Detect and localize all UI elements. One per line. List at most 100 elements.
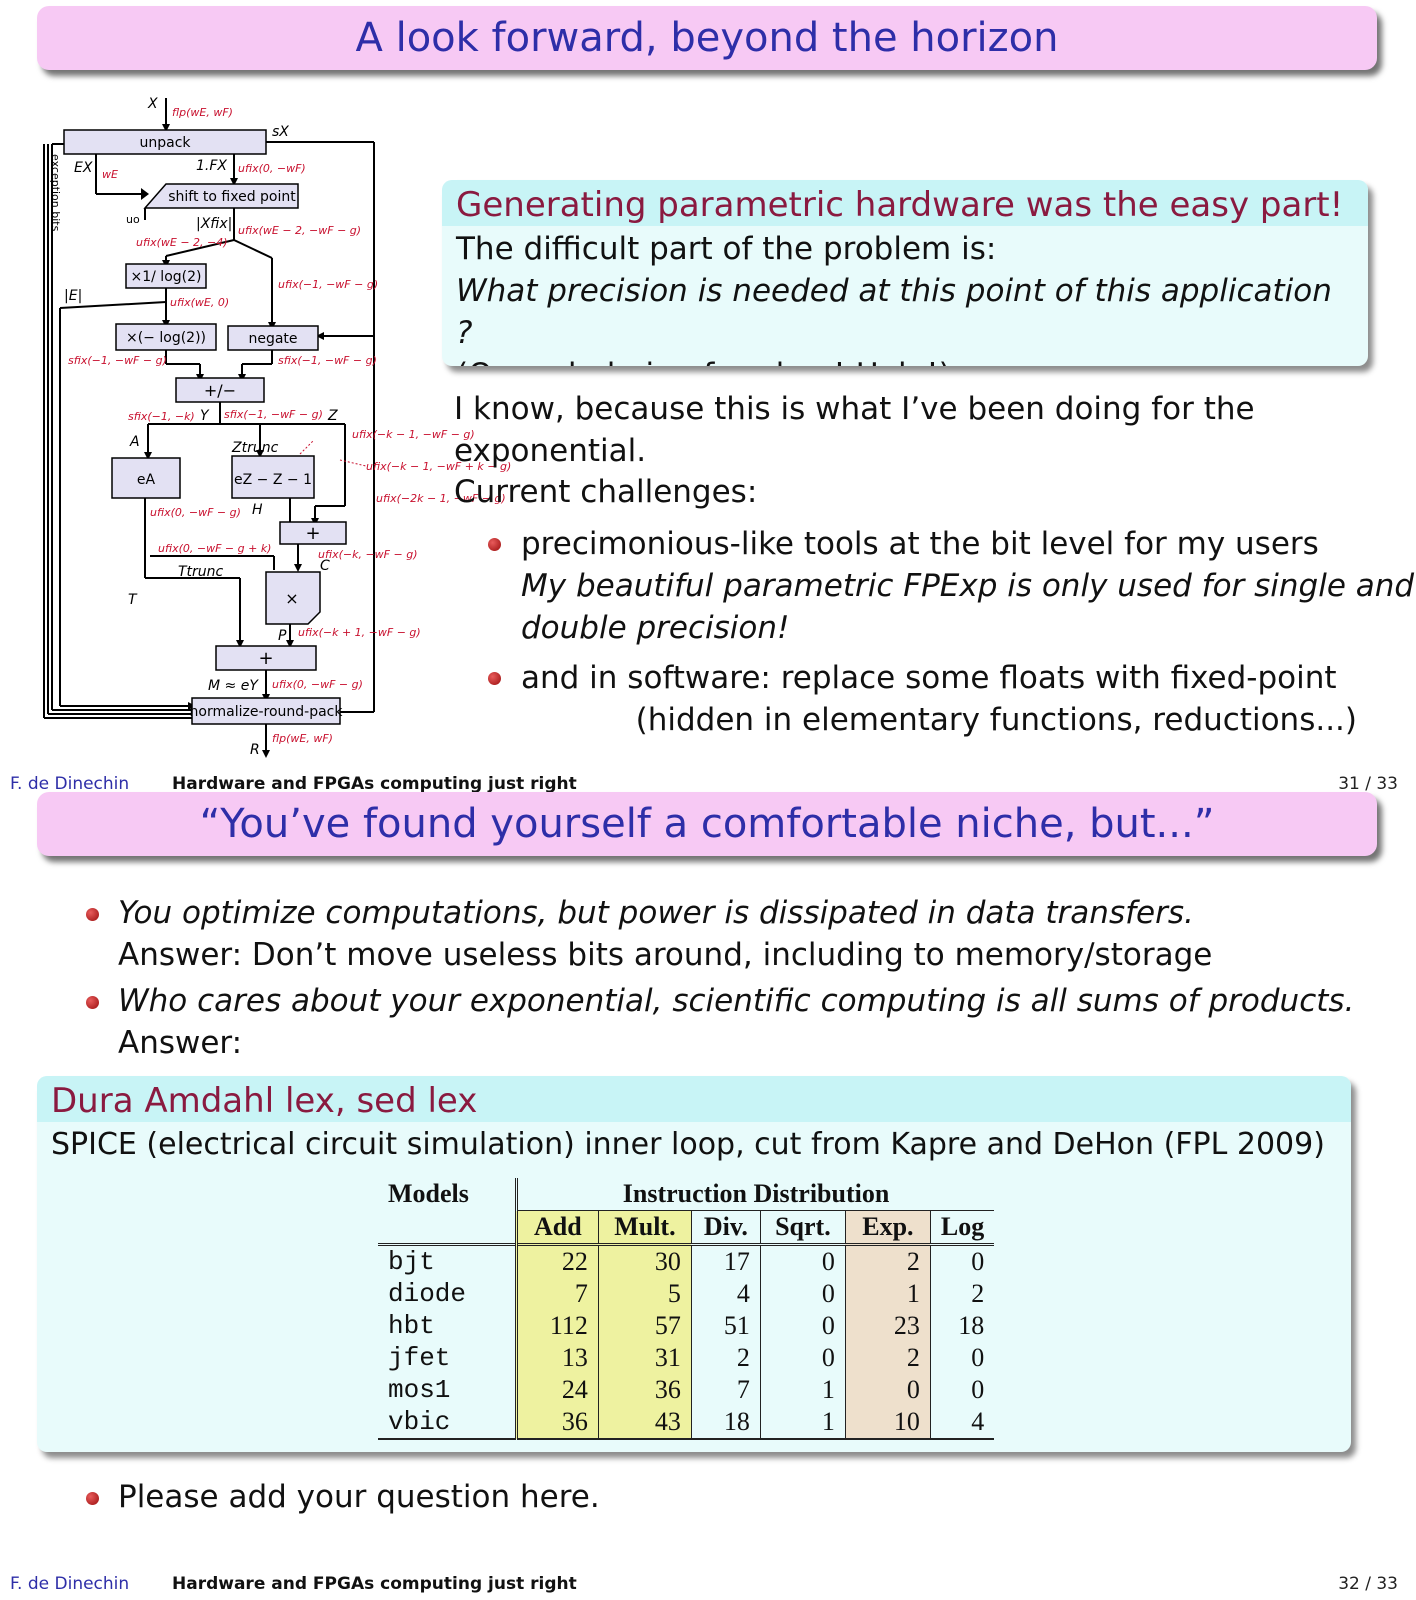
block-line-2: What precision is needed at this point o… [456, 273, 1332, 351]
annot-ufix-1wfg: ufix(−1, −wF − g) [278, 278, 378, 291]
value-cell: 2 [844, 1342, 931, 1374]
block-title: Dura Amdahl lex, sed lex [37, 1076, 1351, 1122]
value-cell: 36 [514, 1406, 599, 1439]
model-cell: vbic [388, 1407, 451, 1437]
objection-2-question: Who cares about your exponential, scient… [118, 983, 1355, 1019]
annot-ufix0wf: ufix(0, −wF) [238, 162, 306, 175]
value-cell: 18 [929, 1310, 995, 1342]
col-header: Exp. [844, 1210, 931, 1245]
c-signal: C [320, 558, 330, 574]
nrp-label: normalize-round-pack [190, 704, 344, 720]
annot-ufix-we2wfg: ufix(wE − 2, −wF − g) [238, 224, 361, 237]
challenge-1-line-b: My beautiful parametric FPExp is only us… [521, 568, 1415, 604]
annot-ufix0wfgk: ufix(0, −wF − g + k) [158, 542, 271, 555]
adder1-label: + [305, 523, 320, 544]
bullet-dot [86, 908, 99, 921]
table-row: vbic 36 43 18 1 10 4 [378, 1406, 995, 1439]
annot-ufix-we2-4: ufix(wE − 2, −4) [136, 236, 228, 249]
h-signal: H [252, 502, 263, 518]
adder2-label: + [258, 648, 273, 669]
block-line-3: (Overwhelming freedom! Help!) [456, 354, 1354, 366]
bullet-dot [488, 538, 501, 551]
m-signal: M ≈ eY [208, 678, 259, 694]
annot-ufix-k1wfkg: ufix(−k − 1, −wF + k − g) [366, 460, 511, 473]
fx-signal: 1.FX [196, 158, 227, 174]
value-cell: 31 [597, 1342, 692, 1374]
inv-log2-label: ×1/ log(2) [131, 269, 202, 285]
challenge-1: precimonious-like tools at the bit level… [521, 523, 1414, 649]
value-cell: 5 [597, 1278, 692, 1310]
footer-page-number: 32 / 33 [1338, 1574, 1398, 1594]
objection-1-answer: Answer: Don’t move useless bits around, … [118, 937, 1213, 973]
t-signal: T [128, 592, 138, 608]
value-cell: 0 [929, 1374, 995, 1406]
table-row: bjt 22 30 17 0 2 0 [378, 1244, 995, 1278]
footer-author: F. de Dinechin [10, 774, 130, 794]
value-cell: 2 [690, 1342, 761, 1374]
block-line: SPICE (electrical circuit simulation) in… [51, 1127, 1325, 1162]
annot-ufix-k1wfg: ufix(−k − 1, −wF − g) [352, 428, 475, 441]
ex-signal: EX [74, 160, 93, 176]
value-cell: 7 [690, 1374, 761, 1406]
value-cell: 112 [514, 1310, 599, 1342]
negate-label: negate [248, 331, 297, 347]
challenges-heading: Current challenges: [454, 474, 758, 510]
value-cell: 36 [597, 1374, 692, 1406]
col-header: Log [929, 1210, 995, 1245]
ea-label: eA [137, 472, 156, 488]
annot-ufix-2k1: ufix(−2k − 1, −wF − g) [376, 492, 506, 505]
challenge-2-line-b: (hidden in elementary functions, reducti… [635, 702, 1357, 738]
abs-e-signal: |E| [64, 288, 82, 304]
unpack-label: unpack [139, 135, 191, 151]
ez-label: eZ − Z − 1 [234, 472, 312, 488]
value-cell: 43 [597, 1406, 692, 1439]
value-cell: 0 [929, 1244, 995, 1278]
x-signal: X [147, 96, 158, 112]
y-signal: Y [200, 408, 210, 424]
value-cell: 2 [844, 1244, 931, 1278]
ttrunc-signal: Ttrunc [178, 564, 224, 580]
footer: F. de Dinechin Hardware and FPGAs comput… [0, 773, 1416, 795]
value-cell: 0 [759, 1342, 846, 1374]
table-row: diode 7 5 4 0 1 2 [378, 1278, 995, 1310]
value-cell: 1 [759, 1374, 846, 1406]
table-row: mos1 24 36 7 1 0 0 [378, 1374, 995, 1406]
slide-32: “You’ve found yourself a comfortable nic… [0, 792, 1416, 1600]
value-cell: 0 [759, 1278, 846, 1310]
value-cell: 0 [759, 1244, 846, 1278]
value-cell: 2 [929, 1278, 995, 1310]
value-cell: 4 [929, 1406, 995, 1439]
r-signal: R [250, 742, 260, 758]
value-cell: 13 [514, 1342, 599, 1374]
objection-2: Who cares about your exponential, scient… [118, 980, 1354, 1064]
a-signal: A [129, 434, 140, 450]
exception-bits-label: exception bits [49, 154, 62, 232]
p-signal: P [278, 628, 287, 644]
table-row: jfet 13 31 2 0 2 0 [378, 1342, 995, 1374]
question-prompt: Please add your question here. [118, 1479, 600, 1515]
table-row: hbt 112 57 51 0 23 18 [378, 1310, 995, 1342]
col-header: Div. [690, 1210, 761, 1245]
value-cell: 0 [844, 1374, 931, 1406]
annot-flp-in: flp(wE, wF) [172, 106, 233, 119]
value-cell: 17 [690, 1244, 761, 1278]
model-cell: mos1 [388, 1375, 451, 1405]
uo-signal: uo [126, 213, 140, 226]
value-cell: 23 [844, 1310, 931, 1342]
z-signal: Z [327, 408, 338, 424]
challenge-2-line-a: and in software: replace some floats wit… [521, 660, 1337, 696]
sx-signal: sX [272, 124, 289, 140]
bullet-dot [488, 672, 501, 685]
mult-label: × [285, 589, 298, 608]
annot-we: wE [102, 168, 118, 181]
objection-1: You optimize computations, but power is … [118, 892, 1212, 976]
model-cell: hbt [388, 1311, 435, 1341]
plusminus-label: +/− [204, 381, 236, 400]
value-cell: 18 [690, 1406, 761, 1439]
bullet-dot [86, 996, 99, 1009]
value-cell: 1 [759, 1406, 846, 1439]
slide-title: “You’ve found yourself a comfortable nic… [37, 792, 1377, 856]
block-title: Generating parametric hardware was the e… [442, 180, 1368, 226]
annot-sfix-b: sfix(−1, −wF − g) [278, 354, 377, 367]
col-header: Mult. [597, 1210, 692, 1245]
